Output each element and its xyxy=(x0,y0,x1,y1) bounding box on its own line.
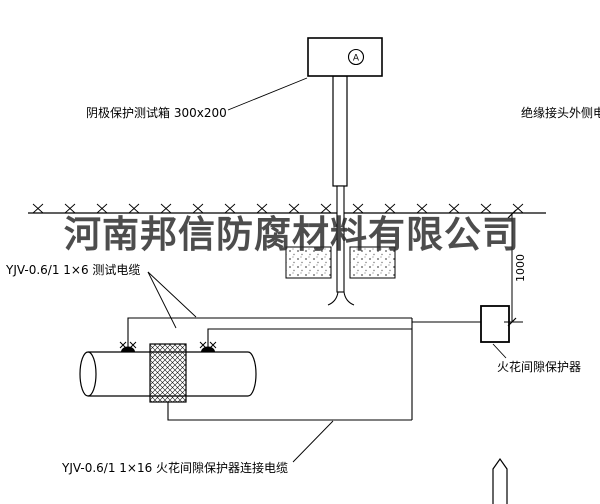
leader-test-cable-1 xyxy=(147,271,197,318)
leader-lines xyxy=(147,77,507,463)
leader-test-box xyxy=(227,77,308,111)
test-cable-run-right xyxy=(207,328,412,351)
test-cable-run-left xyxy=(127,317,412,351)
insulating-joint xyxy=(149,343,187,403)
leader-protector-cable xyxy=(292,420,334,463)
dimension-1000: 1000 xyxy=(504,209,527,327)
test-post xyxy=(327,75,355,306)
dimension-ticks xyxy=(507,209,517,327)
insulated-joint-cable-label: 绝缘接头外侧电缆 xyxy=(521,105,600,120)
spark-gap-protector xyxy=(480,305,510,343)
spark-gap-protector-label: 火花间隙保护器 xyxy=(497,359,581,374)
test-box-label: 阴极保护测试箱 300x200 xyxy=(86,105,227,120)
pipe-end-cap-right xyxy=(247,351,257,397)
test-cable-label: YJV-0.6/1 1×6 测试电缆 xyxy=(5,262,140,277)
dimension-text: 1000 xyxy=(514,254,527,282)
meter-letter: A xyxy=(353,54,360,64)
meter-circle-icon xyxy=(347,48,365,66)
concrete-block-right xyxy=(349,246,396,279)
protector-cable-bottom xyxy=(167,402,412,421)
ground-stake-symbol xyxy=(492,457,508,504)
leader-protector xyxy=(492,343,507,359)
leader-test-cable-2 xyxy=(147,271,177,329)
pipe-end-cap-left xyxy=(79,351,97,397)
test-box: A xyxy=(307,37,383,77)
concrete-block-left xyxy=(285,246,332,279)
protector-cable-label: YJV-0.6/1 1×16 火花间隙保护器连接电缆 xyxy=(61,460,288,475)
ground-line xyxy=(28,203,546,214)
company-watermark: 河南邦信防腐材料有限公司 xyxy=(64,212,520,256)
post-cable-tail-left xyxy=(327,291,339,306)
cables xyxy=(127,317,481,421)
post-cable-tail-right xyxy=(343,291,355,306)
